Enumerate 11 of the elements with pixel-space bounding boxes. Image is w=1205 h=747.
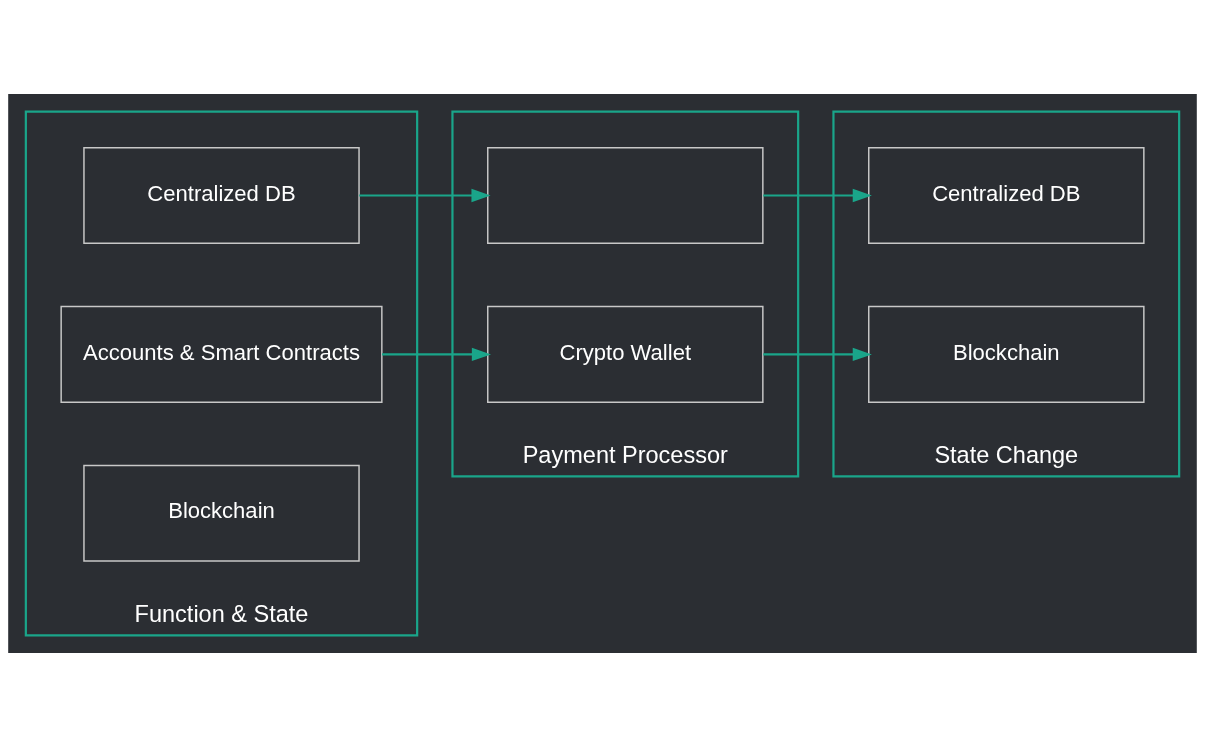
node-box: Accounts & Smart Contracts [60, 305, 383, 403]
node-box: Crypto Wallet [487, 305, 764, 403]
node-box: Centralized DB [868, 146, 1145, 245]
node-box [487, 146, 764, 245]
node-box: Centralized DB [83, 146, 360, 245]
node-box: Blockchain [868, 305, 1145, 403]
arrow [763, 188, 872, 203]
node-box: Blockchain [83, 464, 360, 562]
arrow [359, 188, 491, 203]
arrow [381, 347, 491, 362]
arrow [763, 347, 872, 362]
